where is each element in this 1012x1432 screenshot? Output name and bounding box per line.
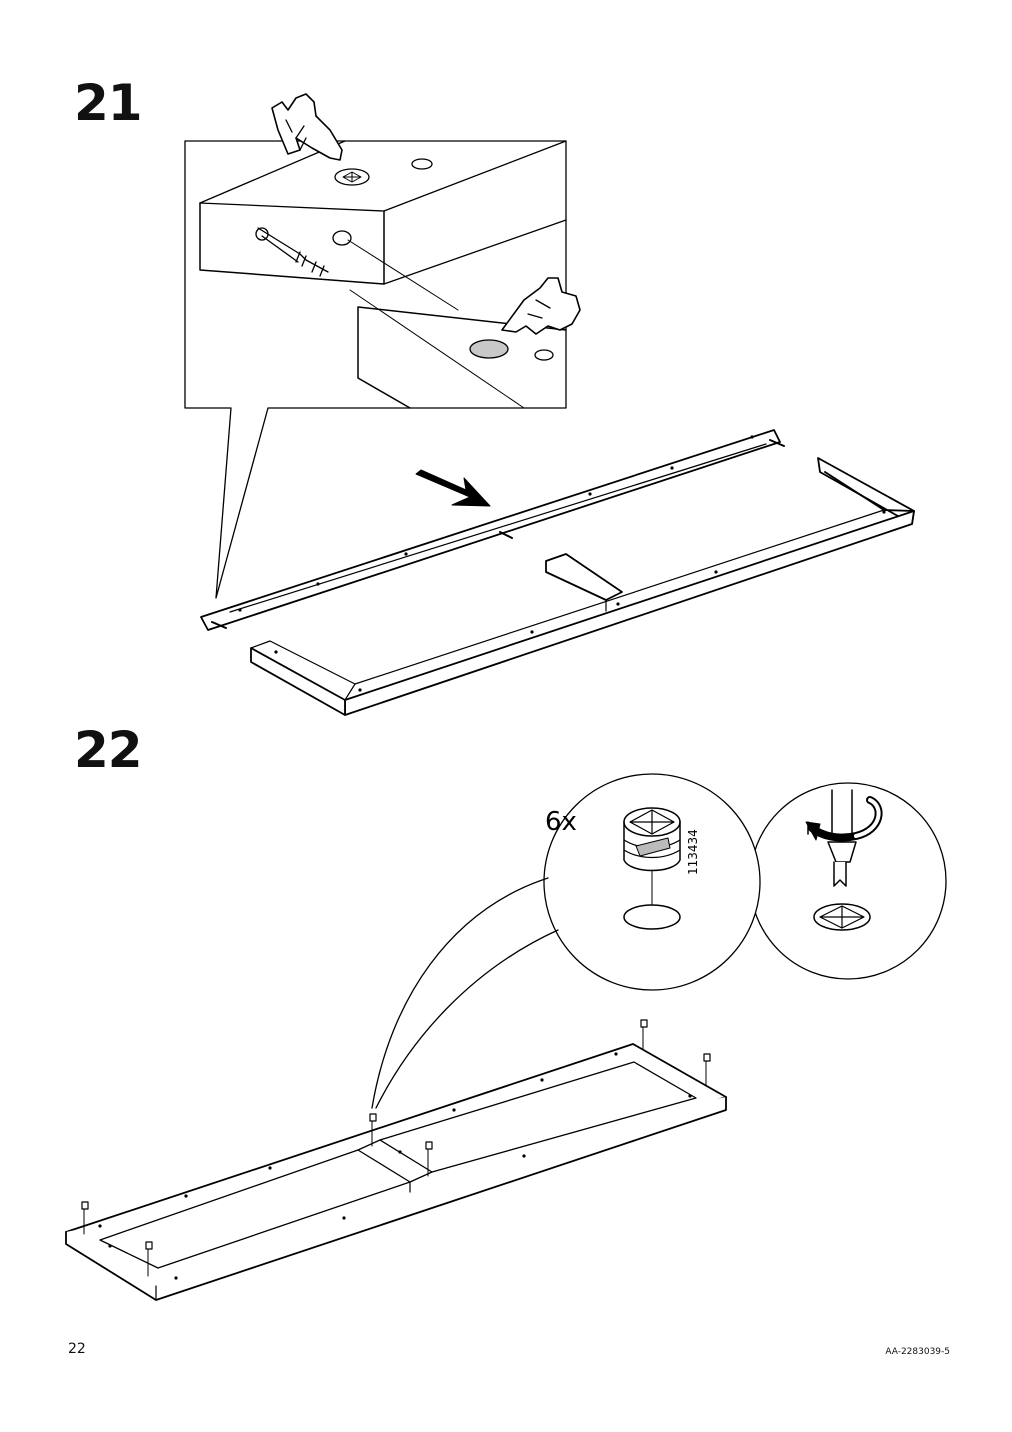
step22-frame-holes [98, 1052, 692, 1280]
step21-frame-holes [238, 435, 886, 692]
step22-frame [65, 1043, 727, 1301]
direction-arrow-icon [415, 469, 491, 507]
cam-fittings [81, 1019, 711, 1277]
step22-leader-line [371, 877, 549, 1109]
document-code: AA-2283039-5 [885, 1347, 950, 1357]
step21-frame [200, 429, 915, 716]
quantity-label: 6x [545, 807, 577, 837]
part-number-label: 113434 [686, 829, 700, 875]
step-number-21: 21 [74, 74, 143, 132]
step21-detail-callout [184, 93, 581, 599]
page-number: 22 [68, 1341, 86, 1357]
step-number-22: 22 [74, 721, 143, 779]
step22-detail-circles [543, 773, 947, 991]
